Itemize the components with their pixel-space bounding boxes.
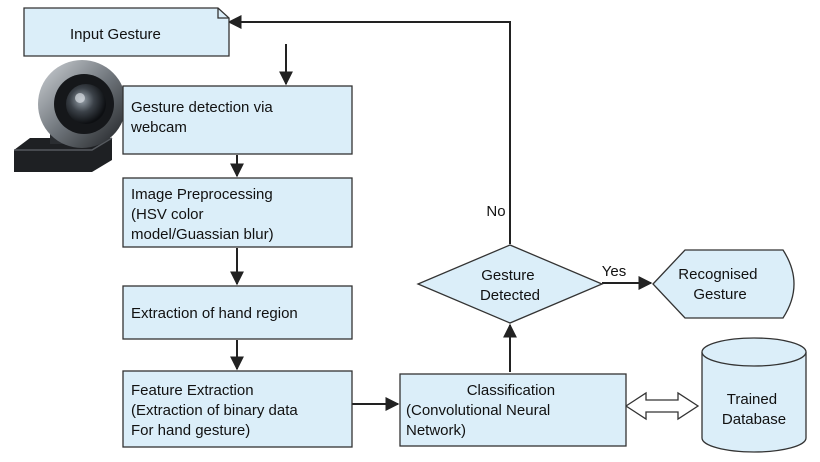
input-gesture-label: Input Gesture — [70, 26, 161, 43]
double-arrow — [624, 391, 700, 421]
node-gesture-detected: Gesture Detected — [416, 244, 604, 324]
edge-decision-no — [227, 15, 511, 244]
node-classification: Classification (Convolutional Neural Net… — [399, 373, 627, 447]
node-extraction-hand-region: Extraction of hand region — [122, 285, 353, 340]
webcam-icon — [14, 60, 126, 172]
recognised-gesture-label: Recognised Gesture — [678, 266, 761, 303]
node-recognised-gesture: Recognised Gesture — [652, 249, 795, 319]
node-gesture-detection: Gesture detection via webcam — [122, 85, 353, 155]
node-image-preprocessing: Image Preprocessing (HSV color model/Gua… — [122, 177, 353, 248]
label-no: No — [486, 203, 505, 220]
gesture-detected-label: Gesture Detected — [480, 267, 540, 304]
image-preprocessing-label: Image Preprocessing (HSV color model/Gua… — [131, 186, 277, 243]
extraction-hand-region-label: Extraction of hand region — [131, 305, 298, 322]
node-input-gesture: Input Gesture — [23, 7, 230, 57]
classification-label: Classification (Convolutional Neural Net… — [406, 382, 559, 439]
label-yes: Yes — [602, 263, 626, 280]
node-trained-database: Trained Database — [701, 337, 807, 453]
node-feature-extraction: Feature Extraction (Extraction of binary… — [122, 370, 353, 448]
feature-extraction-label: Feature Extraction (Extraction of binary… — [131, 382, 302, 439]
trained-database-label: Trained Database — [722, 391, 786, 428]
gesture-detection-label: Gesture detection via webcam — [130, 99, 277, 136]
